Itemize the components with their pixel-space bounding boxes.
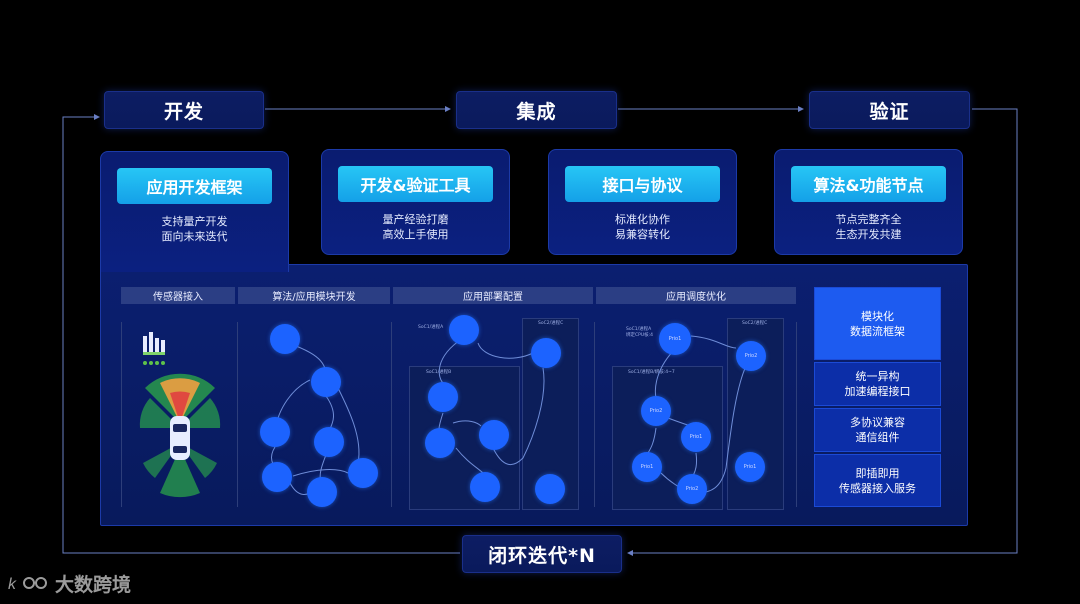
graph-node (262, 462, 292, 492)
graph-node (428, 382, 458, 412)
card-interface-protocol-title: 接口与协议 (565, 166, 720, 202)
deploy-label-a: SoC1/进程A (418, 325, 444, 330)
feature-modular-dataflow: 模块化数据流框架 (814, 287, 941, 360)
graph-node (314, 427, 344, 457)
graph-node (449, 315, 479, 345)
separator (796, 322, 797, 507)
watermark-logo-icon: k (8, 576, 47, 593)
stage-integrate: 集成 (456, 91, 617, 129)
sched-label-c: SoC2/进程C (742, 321, 768, 326)
prio-node: Prio2 (677, 474, 707, 504)
feature-hetero-api: 统一异构加速编程接口 (814, 362, 941, 406)
column-module-dev: 算法/应用模块开发 (238, 287, 390, 304)
card-dev-tools-desc: 量产经验打磨高效上手使用 (382, 213, 449, 241)
card-dev-tools-title: 开发&验证工具 (338, 166, 493, 202)
stage-verify: 验证 (809, 91, 970, 129)
graph-node (535, 474, 565, 504)
feature-plug-and-play: 即插即用传感器接入服务 (814, 454, 941, 507)
separator (391, 322, 392, 507)
svg-text:k: k (8, 576, 17, 593)
graph-node (425, 428, 455, 458)
card-algorithm-nodes: 算法&功能节点 节点完整齐全生态开发共建 (774, 149, 963, 255)
card-app-framework: 应用开发框架 支持量产开发面向未来迭代 (100, 151, 289, 272)
graph-node (270, 324, 300, 354)
prio-node: Prio2 (641, 396, 671, 426)
card-interface-protocol-desc: 标准化协作易兼容转化 (615, 213, 670, 241)
graph-node (531, 338, 561, 368)
column-schedule-opt: 应用调度优化 (596, 287, 796, 304)
deploy-label-c: SoC2/进程C (538, 321, 564, 326)
feature-multi-protocol: 多协议兼容通信组件 (814, 408, 941, 452)
separator (594, 322, 595, 507)
vehicle-sensor-icon (139, 332, 221, 498)
graph-node (307, 477, 337, 507)
graph-node (348, 458, 378, 488)
prio-node: Prio1 (632, 452, 662, 482)
stage-develop: 开发 (104, 91, 264, 129)
card-app-framework-title: 应用开发框架 (117, 168, 272, 204)
stage-loop: 闭环迭代*N (462, 535, 622, 573)
prio-node: Prio2 (736, 341, 766, 371)
column-sensor-access: 传感器接入 (121, 287, 235, 304)
card-interface-protocol: 接口与协议 标准化协作易兼容转化 (548, 149, 737, 255)
signal-bars-icon (143, 332, 165, 365)
watermark-text: 大数跨境 (55, 573, 132, 596)
deploy-label-b: SoC1/进程B (426, 370, 452, 375)
card-app-framework-desc: 支持量产开发面向未来迭代 (161, 215, 228, 243)
prio-node: Prio1 (659, 323, 691, 355)
graph-node (479, 420, 509, 450)
column-deploy-config: 应用部署配置 (393, 287, 593, 304)
prio-node: Prio1 (681, 422, 711, 452)
card-dev-tools: 开发&验证工具 量产经验打磨高效上手使用 (321, 149, 510, 255)
card-algorithm-nodes-title: 算法&功能节点 (791, 166, 946, 202)
separator (237, 322, 238, 507)
separator (121, 322, 122, 507)
graph-node (470, 472, 500, 502)
card-algorithm-nodes-desc: 节点完整齐全生态开发共建 (835, 213, 902, 241)
prio-node: Prio1 (735, 452, 765, 482)
graph-node (260, 417, 290, 447)
watermark: k 大数跨境 (8, 570, 131, 596)
sched-label-b: SoC1/进程B/绑核:4~7 (628, 370, 675, 375)
graph-node (311, 367, 341, 397)
sched-label-cpu: SoC1/进程A 绑定CPU核:4 (626, 327, 654, 338)
